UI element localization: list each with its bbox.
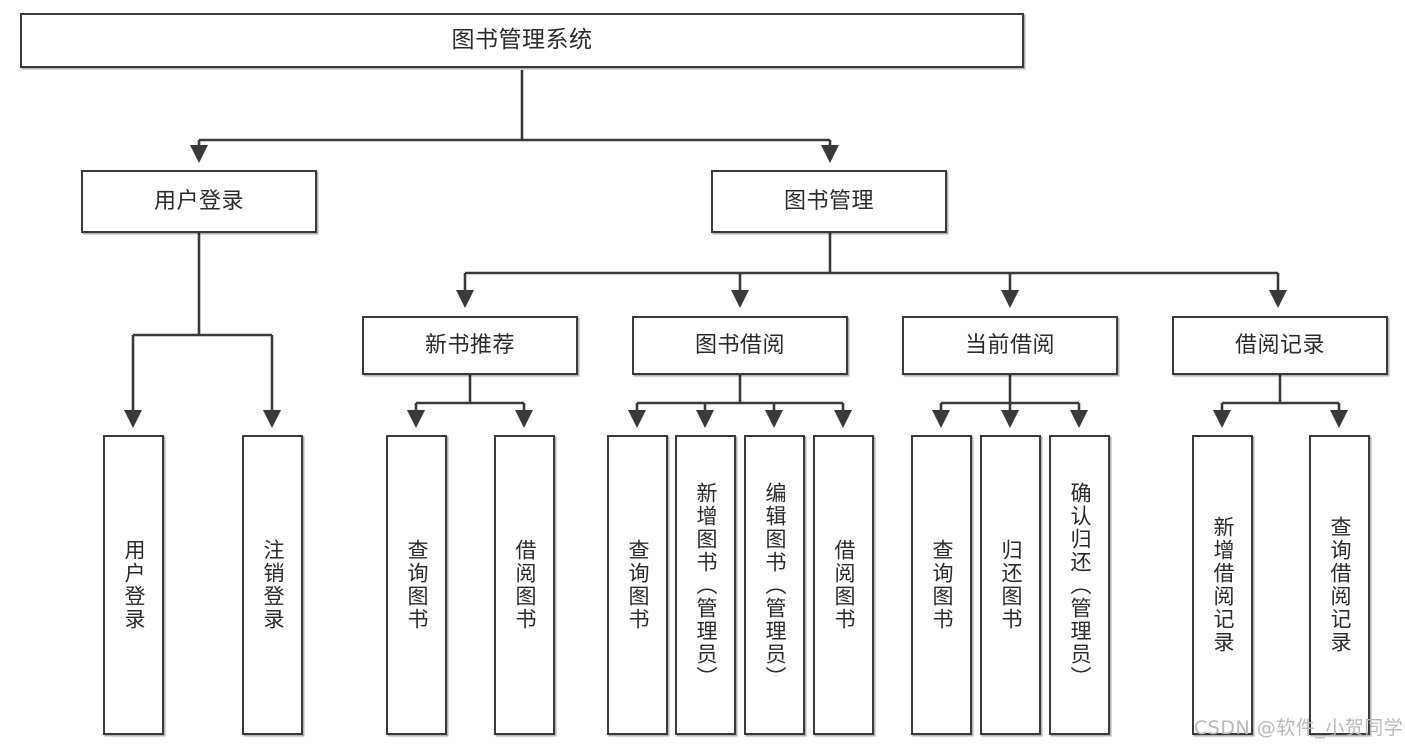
leaf-query-book-3[interactable]: 查询图书	[911, 435, 972, 735]
leaf-edit-book[interactable]: 编辑图书（管理员）	[744, 435, 805, 735]
node-label: 当前借阅	[964, 332, 1055, 358]
csdn-watermark: CSDN @软件_小贺同学	[1194, 717, 1404, 739]
node-book-manage[interactable]: 图书管理	[711, 170, 947, 233]
node-label: 查询图书	[930, 539, 954, 631]
node-label: 注销登录	[261, 539, 285, 631]
leaf-query-book-1[interactable]: 查询图书	[386, 435, 447, 735]
node-label: 借阅图书	[513, 539, 537, 631]
node-book-borrow[interactable]: 图书借阅	[632, 316, 848, 375]
node-label: 图书管理系统	[451, 26, 593, 53]
node-user-login[interactable]: 用户登录	[81, 170, 317, 233]
node-label: 归还图书	[999, 539, 1023, 631]
node-new-book-recommend[interactable]: 新书推荐	[362, 316, 578, 375]
leaf-add-record[interactable]: 新增借阅记录	[1192, 435, 1253, 735]
node-label: 新增图书（管理员）	[694, 481, 718, 689]
node-label: 用户登录	[153, 188, 244, 214]
node-root-system[interactable]: 图书管理系统	[20, 13, 1024, 68]
node-current-borrow[interactable]: 当前借阅	[902, 316, 1118, 375]
node-label: 编辑图书（管理员）	[763, 481, 787, 689]
node-label: 图书借阅	[694, 332, 785, 358]
node-label: 借阅图书	[832, 539, 856, 631]
node-borrow-record[interactable]: 借阅记录	[1172, 316, 1388, 375]
leaf-borrow-book-1[interactable]: 借阅图书	[494, 435, 555, 735]
node-label: 用户登录	[122, 539, 146, 631]
leaf-return-book[interactable]: 归还图书	[980, 435, 1041, 735]
leaf-query-book-2[interactable]: 查询图书	[607, 435, 668, 735]
leaf-borrow-book-2[interactable]: 借阅图书	[813, 435, 874, 735]
leaf-confirm-return[interactable]: 确认归还（管理员）	[1049, 435, 1110, 735]
node-label: 确认归还（管理员）	[1068, 481, 1092, 689]
leaf-add-book[interactable]: 新增图书（管理员）	[675, 435, 736, 735]
node-label: 新增借阅记录	[1211, 516, 1235, 654]
node-label: 图书管理	[783, 188, 874, 214]
node-label: 新书推荐	[424, 332, 515, 358]
node-label: 查询图书	[405, 539, 429, 631]
leaf-query-record[interactable]: 查询借阅记录	[1309, 435, 1370, 735]
leaf-user-logout[interactable]: 注销登录	[242, 435, 303, 735]
node-label: 查询图书	[626, 539, 650, 631]
leaf-user-login[interactable]: 用户登录	[103, 435, 164, 735]
node-label: 查询借阅记录	[1328, 516, 1352, 654]
node-label: 借阅记录	[1234, 332, 1325, 358]
